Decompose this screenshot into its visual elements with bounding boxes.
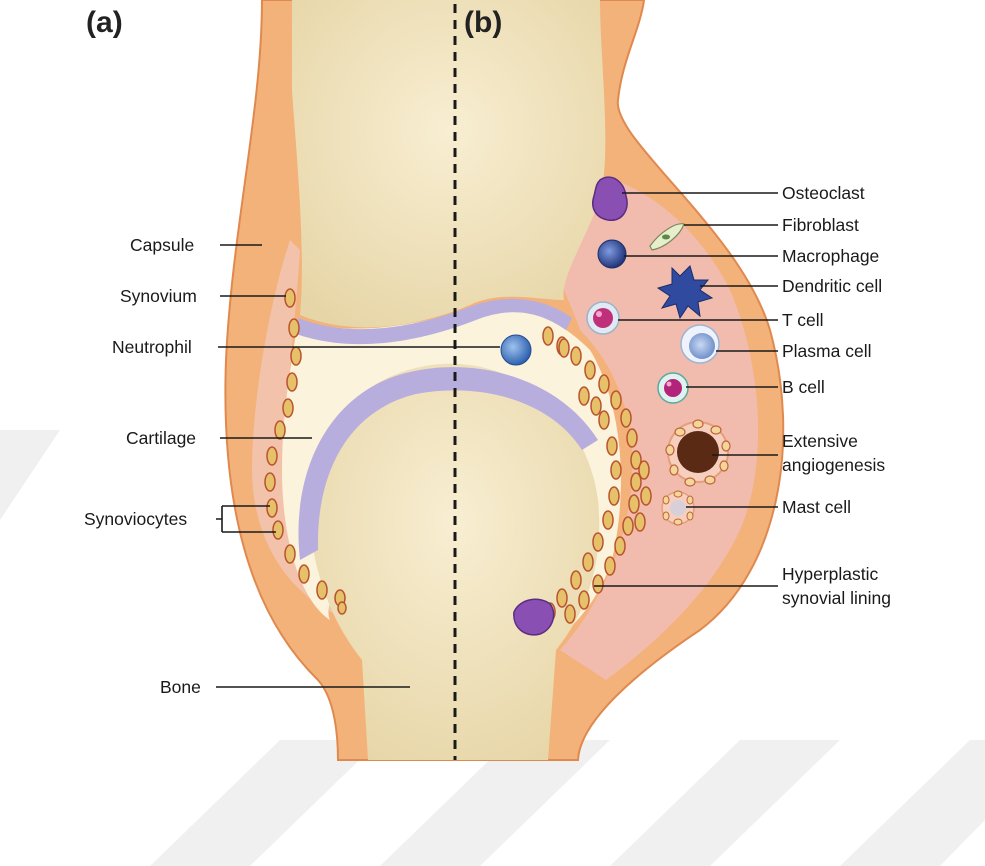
- label-synovium: Synovium: [120, 286, 197, 306]
- b-cell: [658, 373, 688, 403]
- label-plasma-cell: Plasma cell: [782, 341, 871, 361]
- plasma-cell: [681, 325, 719, 363]
- upper-bone: [292, 0, 605, 327]
- label-macrophage: Macrophage: [782, 246, 879, 266]
- label-hyperplastic-2: synovial lining: [782, 588, 891, 608]
- label-cartilage: Cartilage: [126, 428, 196, 448]
- neutrophil-cell: [501, 335, 531, 365]
- label-b-cell: B cell: [782, 377, 825, 397]
- label-neutrophil: Neutrophil: [112, 337, 192, 357]
- panel-label-right: (b): [464, 6, 502, 39]
- t-cell: [587, 302, 619, 334]
- label-fibroblast: Fibroblast: [782, 215, 859, 235]
- label-angiogenesis-2: angiogenesis: [782, 455, 885, 475]
- label-dendritic-cell: Dendritic cell: [782, 276, 882, 296]
- macrophage-cell: [598, 240, 626, 268]
- label-synoviocytes: Synoviocytes: [84, 509, 187, 529]
- panel-label-left: (a): [86, 6, 123, 39]
- label-t-cell: T cell: [782, 310, 824, 330]
- label-hyperplastic-1: Hyperplastic: [782, 564, 879, 584]
- osteoclast-cell-lower: [514, 599, 554, 635]
- label-osteoclast: Osteoclast: [782, 183, 865, 203]
- mast-cell: [662, 491, 694, 525]
- label-bone: Bone: [160, 677, 201, 697]
- osteoclast-cell: [593, 177, 627, 220]
- label-angiogenesis-1: Extensive: [782, 431, 858, 451]
- label-capsule: Capsule: [130, 235, 194, 255]
- label-mast-cell: Mast cell: [782, 497, 851, 517]
